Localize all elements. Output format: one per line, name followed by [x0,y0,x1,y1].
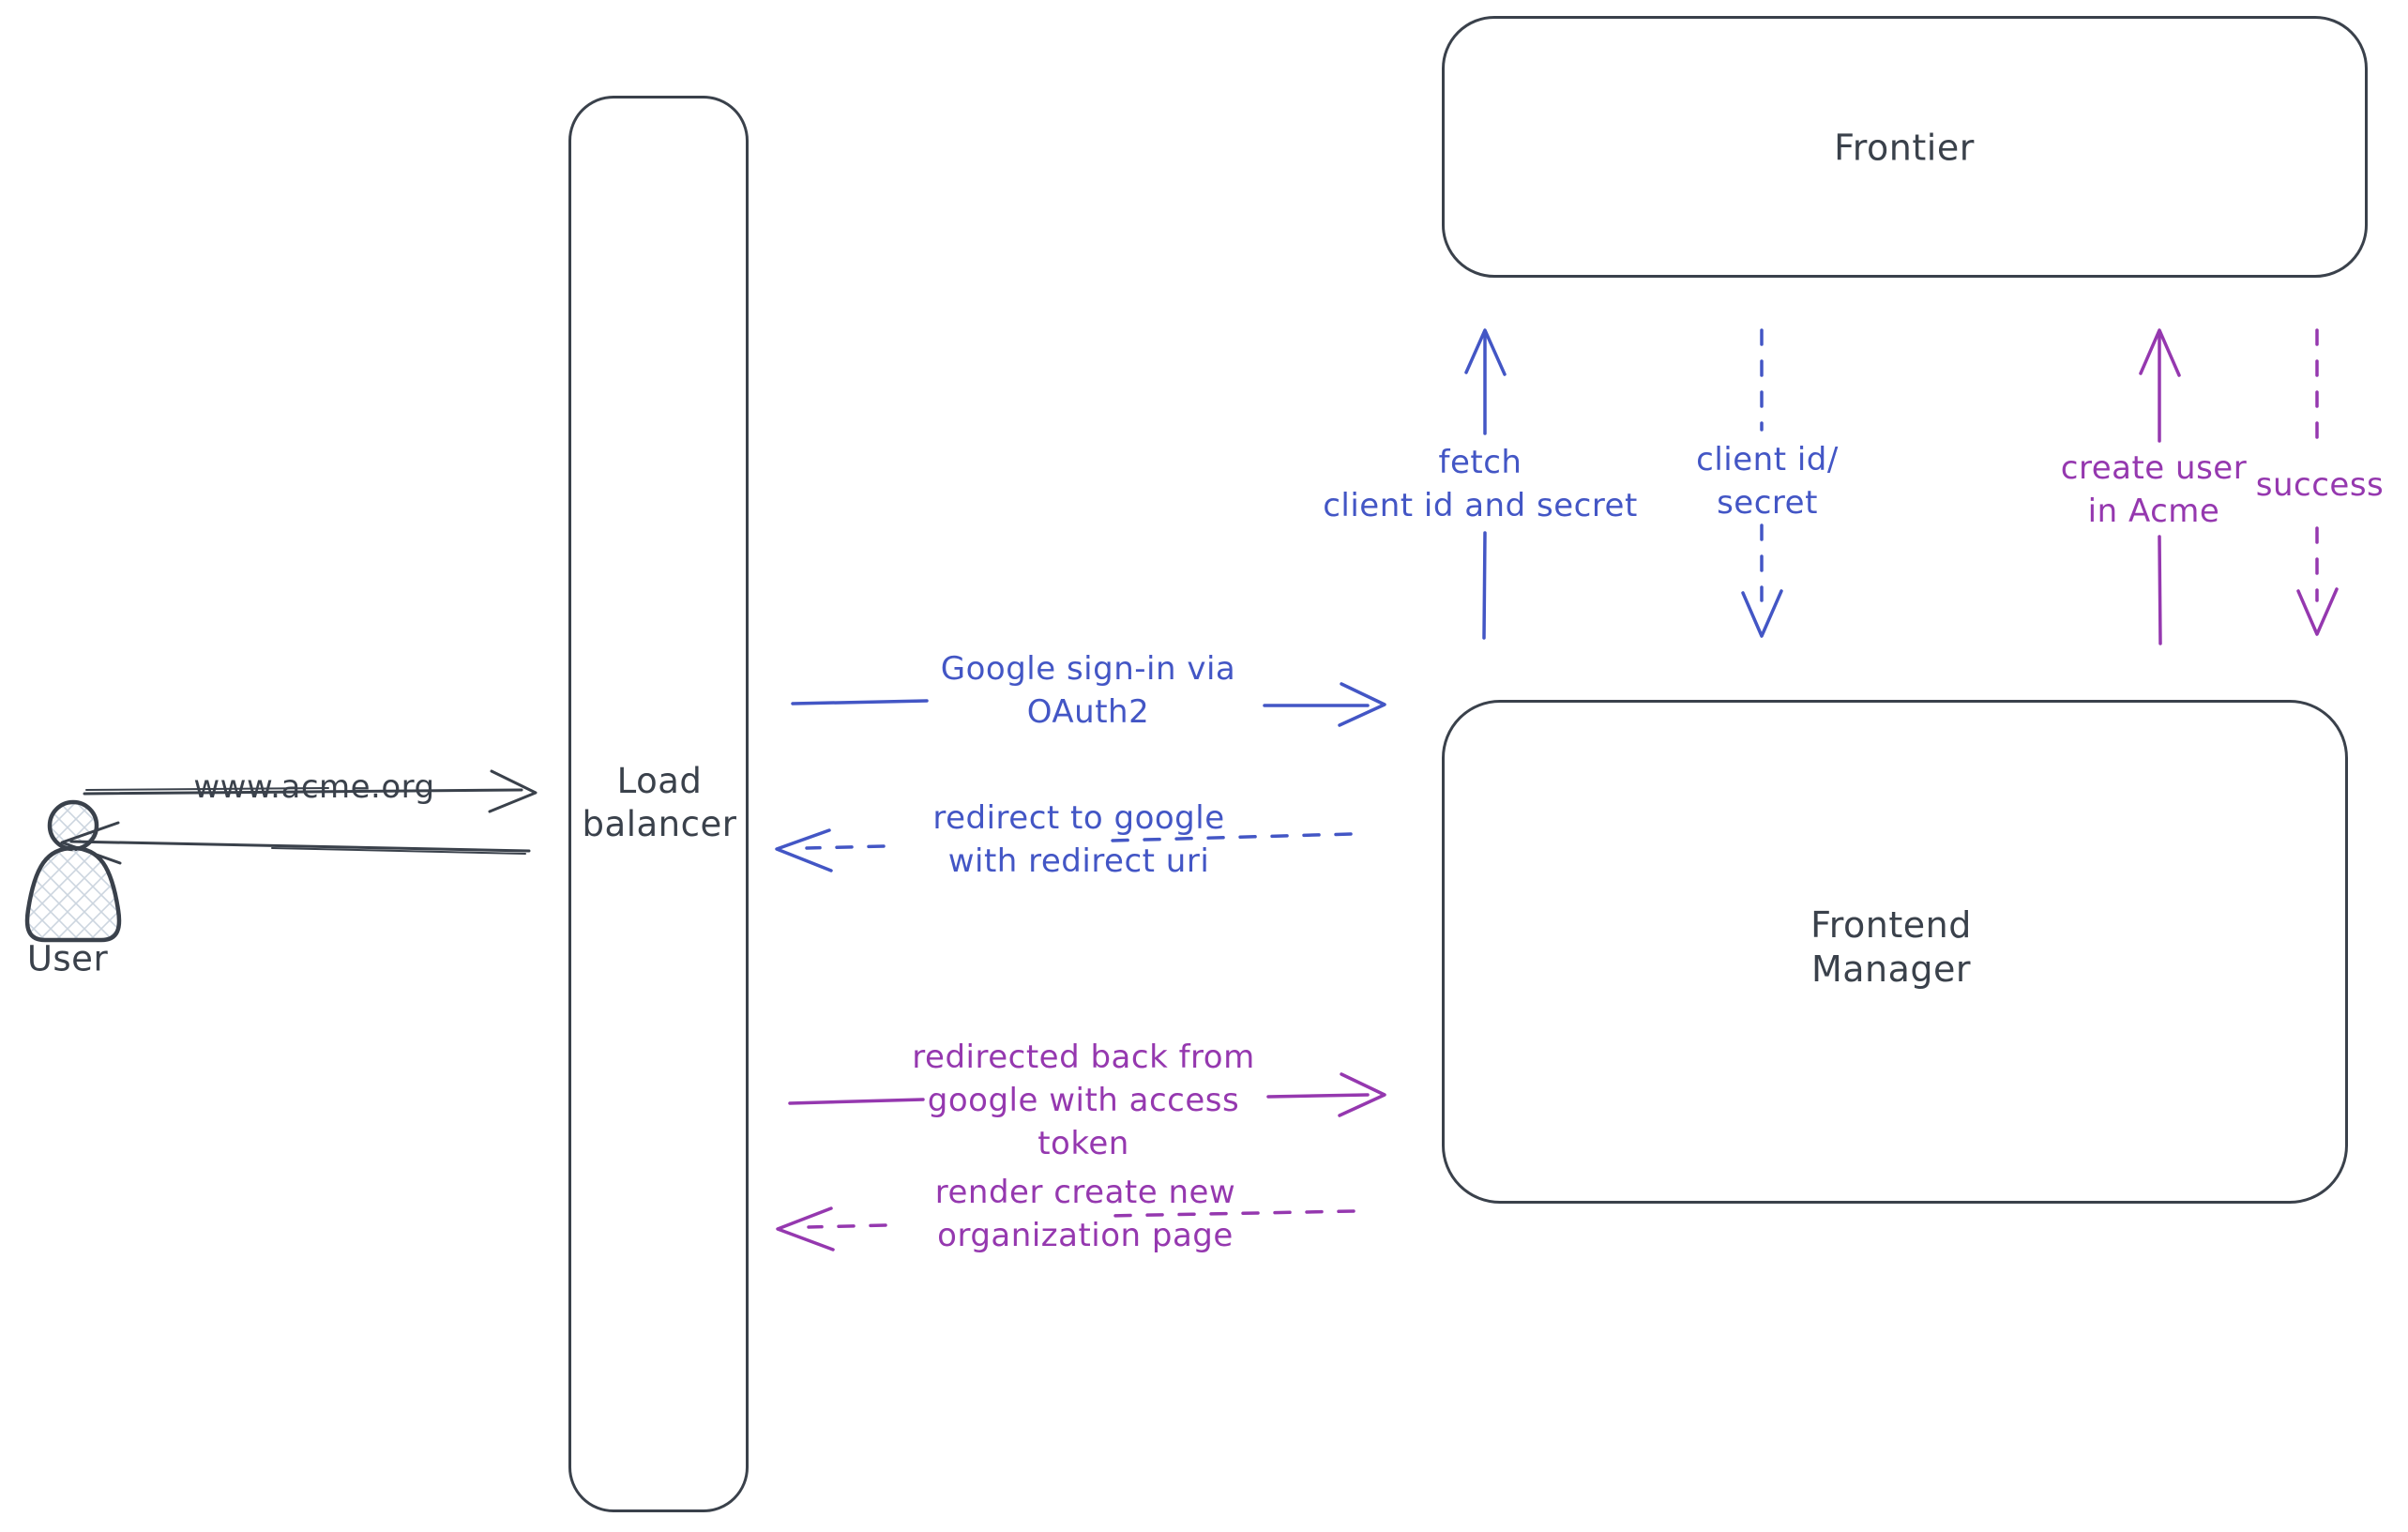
arrow-fetch-secret [1464,328,1507,640]
arrow-www-acme [83,769,538,813]
node-load-balancer [568,96,749,1512]
edge-label-redirect-google: redirect to google with redirect uri [932,799,1225,880]
arrow-response-to-user [60,821,531,865]
user-label: User [26,938,109,979]
frontier-label: Frontier [1834,127,1975,169]
edge-label-fetch-secret: fetch client id and secret [1323,444,1638,524]
edge-label-google-signin: Google sign-in via OAuth2 [940,650,1236,731]
node-frontier [1442,16,2368,278]
arrow-success [2296,328,2339,636]
arrow-redirected-back [788,1072,1386,1117]
arrow-client-id-secret [1741,328,1783,638]
edge-label-redirected-back: redirected back from google with access … [912,1039,1255,1162]
edge-label-www-acme: www.acme.org [193,768,435,806]
edge-label-client-id-secret: client id/ secret [1696,441,1839,522]
edge-label-success: success [2255,466,2385,504]
arrow-google-signin [791,682,1386,727]
load-balancer-label: Load balancer [582,761,737,844]
arrow-redirect-google [775,828,1353,872]
arrow-render-page [776,1206,1355,1251]
edge-label-render-page: render create new organization page [934,1174,1236,1254]
edge-label-create-user: create user in Acme [2060,449,2248,530]
user-icon [24,799,122,943]
node-frontend-manager [1442,700,2348,1204]
arrow-create-user [2139,328,2181,645]
frontend-manager-label: Frontend Manager [1810,904,1972,990]
